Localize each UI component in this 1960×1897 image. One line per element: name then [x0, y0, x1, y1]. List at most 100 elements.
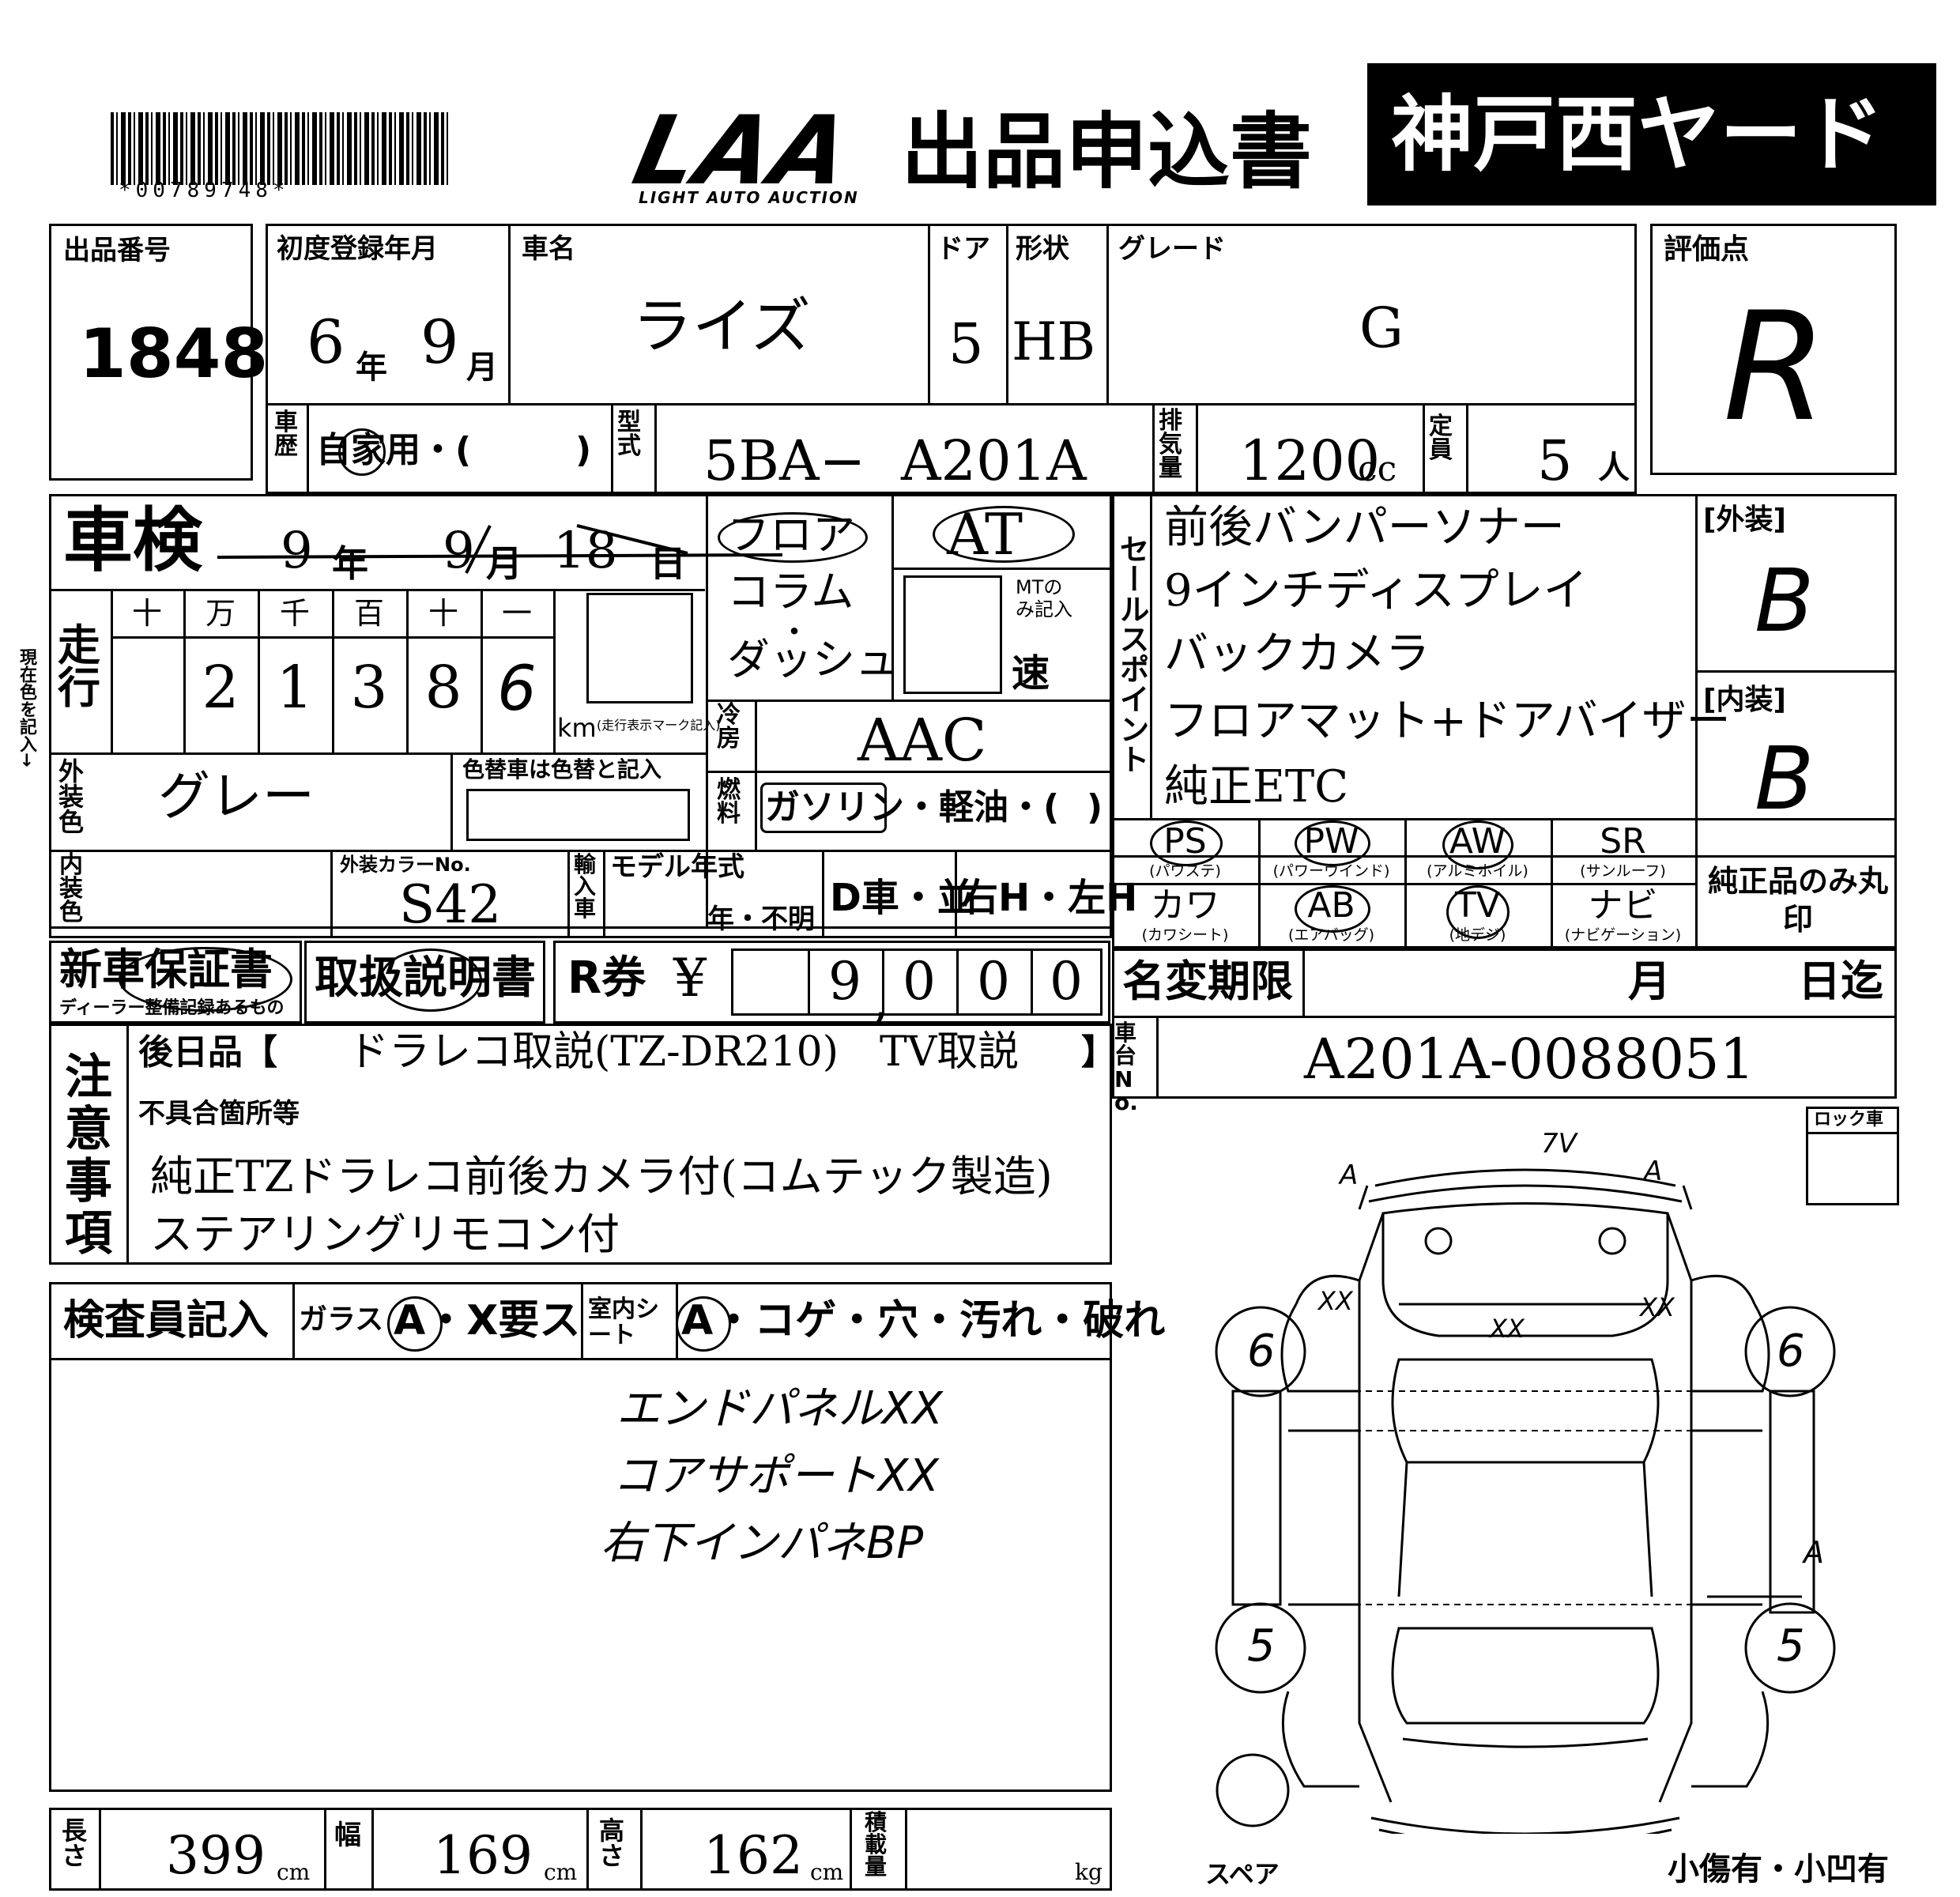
exterior-grade-label: [外装]: [1703, 503, 1786, 536]
inspection-year: 9: [281, 522, 313, 580]
mileage-unit: 十: [428, 596, 458, 631]
shift-dash: ダッシュ: [727, 635, 898, 685]
shift-column: コラム: [727, 567, 854, 617]
form-title: 出品申込書: [901, 104, 1313, 200]
yard-badge: [1367, 63, 1936, 206]
small-damage-note: 小傷有・小凹有: [1668, 1851, 1889, 1888]
mileage-note: (走行表示マーク記入): [597, 718, 721, 733]
registration-label: 初度登録年月: [277, 233, 438, 265]
lot-label: 出品番号: [63, 235, 171, 266]
inspector-box: [49, 1282, 1112, 1792]
name-change-day: 日迄: [1798, 956, 1883, 1006]
model-value: A201A: [901, 428, 1087, 493]
mt-note: MTのみ記入: [1016, 576, 1072, 620]
mileage-unit: 一: [501, 596, 532, 631]
equip-ps-circle: [1150, 820, 1223, 866]
exterior-grade-value: B: [1755, 550, 1815, 651]
yard-name: 神戸西ヤード: [1391, 86, 1885, 183]
equip-pw-circle: [1295, 820, 1370, 866]
interior-grade-label: [内装]: [1703, 684, 1786, 716]
displacement-value: 1200: [1239, 428, 1381, 493]
inspection-month-unit: 月: [486, 542, 522, 585]
mark-tire-rr: 5: [1777, 1620, 1805, 1672]
door-label: ドア: [937, 233, 990, 265]
sales-point-item: フロアマット+ドアバイザー: [1164, 696, 1731, 747]
color-change-box: [466, 789, 690, 841]
recycle-digit: 0: [1050, 951, 1083, 1012]
mileage-unit: 百: [353, 596, 384, 631]
recycle-label: R券: [567, 952, 646, 1004]
height-label: 高さ: [598, 1816, 624, 1871]
door-value: 5: [948, 311, 984, 376]
shift-at-circle: [933, 506, 1075, 563]
laa-logo-sub: LIGHT AUTO AUCTION: [639, 188, 859, 207]
mileage-digit: 1: [276, 654, 314, 722]
interior-row-box: [49, 850, 1112, 938]
vehicle-info-box: [266, 224, 1637, 494]
inspector-label: 検査員記入: [63, 1297, 270, 1344]
mark-front-right: A: [1644, 1156, 1663, 1187]
handle: 右H・左H: [960, 876, 1138, 920]
notes-later-label: 後日品【: [138, 1032, 277, 1073]
notes-later-close: 】: [1081, 1032, 1116, 1073]
glass-circle: [387, 1296, 443, 1352]
lock-box: [1806, 1107, 1899, 1205]
sales-point-item: 9インチディスプレイ: [1164, 565, 1588, 617]
fuel-circle: [760, 783, 887, 833]
load-unit: kg: [1075, 1859, 1102, 1885]
mark-front-center: 7V: [1541, 1128, 1577, 1160]
width-unit: cm: [544, 1859, 578, 1885]
mileage-label: 走行: [58, 620, 100, 713]
car-name-label: 車名: [522, 233, 575, 265]
lock-label: ロック車: [1814, 1110, 1884, 1130]
mileage-digit: 6: [497, 654, 537, 725]
chassis-box: [1112, 1016, 1897, 1099]
notes-label: 注意事項: [65, 1050, 112, 1262]
mark-side-right: A: [1804, 1535, 1824, 1570]
history-label: 車歴: [274, 409, 298, 460]
recycle-digits: 9 0 0 0 ,: [731, 948, 1102, 1027]
sales-point-item: 前後バンパーソナー: [1164, 502, 1565, 553]
mark-tire-fr: 6: [1777, 1326, 1805, 1377]
mark-tire-rl: 5: [1247, 1620, 1276, 1672]
recycle-box: [553, 941, 1110, 1024]
equip-tv-circle: [1446, 885, 1510, 939]
registration-month: 9: [420, 307, 459, 377]
mileage-mark-box: [586, 593, 693, 703]
lot-number: 1848: [79, 315, 269, 394]
mileage-digit: 3: [350, 654, 388, 722]
sales-point-item: 純正ETC: [1164, 761, 1349, 813]
color-change-note: 色替車は色替と記入: [462, 756, 662, 783]
equip-kawa: カワ(カワシート): [1141, 885, 1229, 944]
interior-seat-label: 室内シート: [588, 1295, 659, 1349]
recycle-digit: 9: [828, 951, 861, 1012]
recycle-digit: 0: [903, 951, 936, 1012]
shape-value: HB: [1012, 311, 1096, 372]
recycle-yen: ¥: [673, 948, 707, 1009]
name-change-month: 月: [1628, 956, 1671, 1006]
mt-speed: 速: [1012, 651, 1050, 696]
warranty-box: [49, 941, 302, 1024]
sales-point-item: バックカメラ: [1164, 628, 1430, 680]
shift-floor-circle: [718, 512, 868, 563]
length-value: 399: [166, 1825, 266, 1886]
interior-seat-value: A・コゲ・穴・汚れ・破れ: [681, 1297, 1166, 1344]
manual-circle: [379, 948, 482, 1012]
history-circle: [338, 428, 386, 476]
mark-hood: XX: [1490, 1314, 1525, 1344]
model-year-value: 年・不明: [707, 903, 815, 935]
length-unit: cm: [277, 1859, 311, 1885]
spare-label: スペア: [1205, 1859, 1280, 1889]
car-name-value: ライズ: [632, 291, 811, 361]
interior-grade-value: B: [1755, 728, 1815, 829]
mileage-grid: 十 万 千 百 十 一 2 1 3 8 6: [111, 589, 553, 752]
height-value: 162: [703, 1825, 803, 1886]
registration-month-unit: 月: [466, 349, 498, 386]
ac-value: AAC: [858, 707, 987, 775]
name-change-label: 名変期限: [1122, 956, 1293, 1006]
color-no-label: 外装カラーNo.: [340, 854, 471, 876]
notes-defect-label: 不具合箇所等: [138, 1098, 300, 1130]
capacity-value: 5: [1537, 428, 1573, 493]
mileage-digit: 2: [202, 654, 239, 722]
history-close: ): [575, 430, 592, 470]
